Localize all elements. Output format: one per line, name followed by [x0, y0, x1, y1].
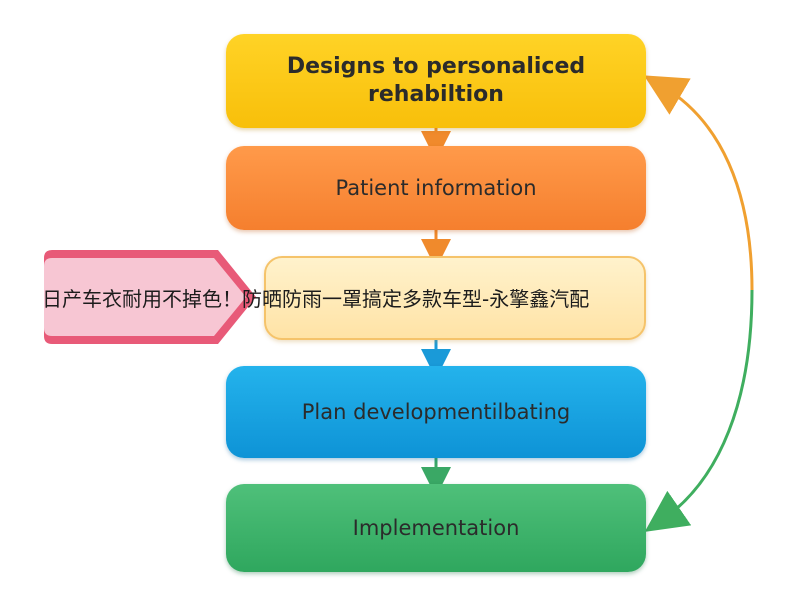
step-3-box	[264, 256, 646, 340]
step-5-label: Implementation	[352, 516, 520, 540]
step-4-label: Plan developmentilbating	[301, 400, 571, 424]
step-4-box: Plan developmentilbating	[226, 366, 646, 458]
step-1-label: Designs to personaliced rehabiltion	[287, 53, 585, 109]
step-5-box: Implementation	[226, 484, 646, 572]
feedback-loop-lower-arrow	[644, 289, 754, 532]
pink-pointer-tab	[44, 250, 256, 344]
step-1-label-line1: Designs to personaliced	[286, 54, 586, 79]
overlay-caption-text: 日产车衣耐用不掉色！防晒防雨一罩搞定多款车型-永擎鑫汽配	[42, 287, 590, 311]
step-1-box: Designs to personaliced rehabiltion	[226, 34, 646, 128]
feedback-loop-upper-arrow	[643, 75, 754, 291]
step-1-label-line2: rehabiltion	[368, 82, 504, 107]
step-2-label: Patient information	[335, 176, 537, 200]
step-2-box: Patient information	[226, 146, 646, 230]
